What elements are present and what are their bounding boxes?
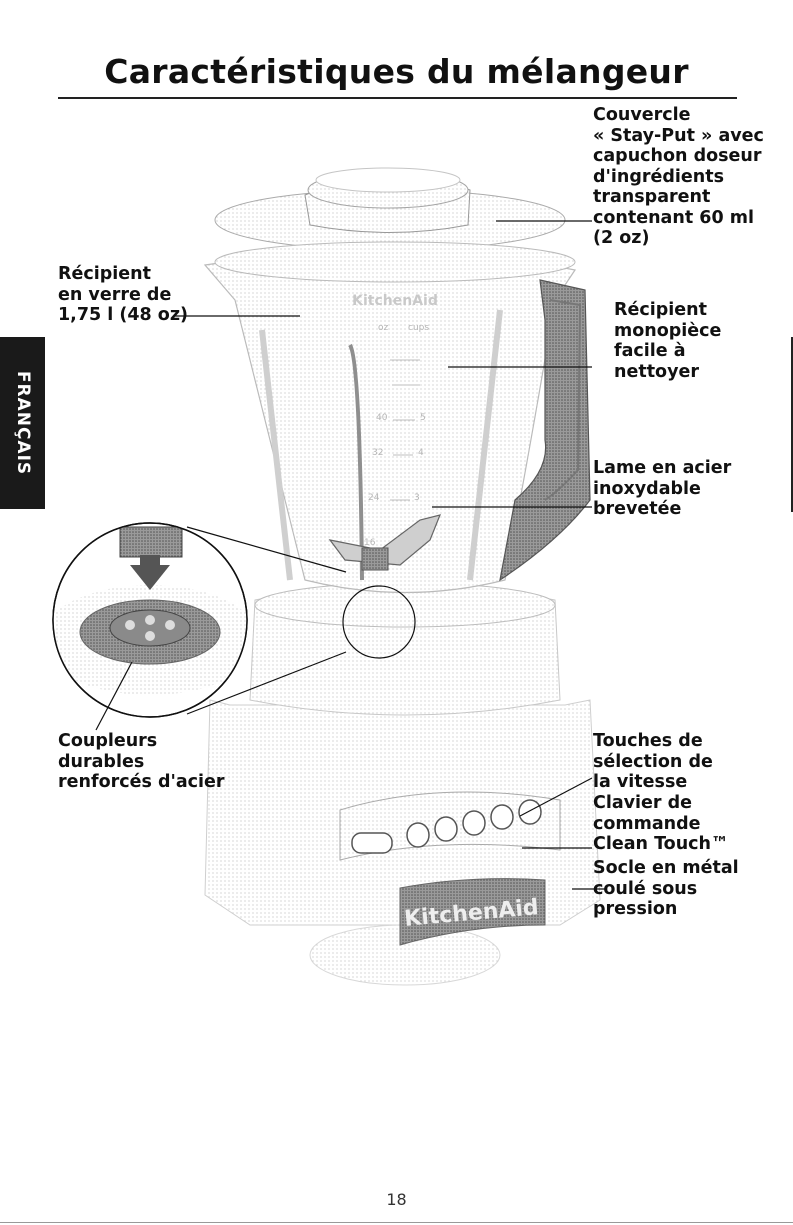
- callout-jar-line-2: en verre de: [58, 284, 172, 305]
- callout-speed-line-3: la vitesse: [593, 772, 688, 792]
- callout-lid-line-3: capuchon doseur: [593, 146, 762, 166]
- callout-speed: Touches de sélection de la vitesse: [593, 731, 713, 793]
- callout-one-piece-line-4: nettoyer: [614, 361, 699, 382]
- brand-badge: KitchenAid: [399, 878, 546, 946]
- callout-blade-line-1: Lame en acier: [593, 458, 732, 478]
- callout-blade-line-3: brevetée: [593, 499, 682, 519]
- scale-cups-header: cups: [408, 323, 429, 333]
- callout-keypad-line-3: Clean Touch™: [593, 834, 729, 854]
- callout-base-line-3: pression: [593, 899, 678, 919]
- callout-keypad: Clavier de commande Clean Touch™: [593, 793, 729, 855]
- callout-base: Socle en métal coulé sous pression: [593, 858, 739, 920]
- callout-base-line-2: coulé sous: [593, 878, 698, 899]
- callout-speed-line-1: Touches de: [593, 731, 703, 751]
- callout-lid-line-2: « Stay-Put » avec: [593, 125, 764, 146]
- callout-keypad-line-1: Clavier de: [593, 793, 693, 813]
- callout-jar: Récipient en verre de 1,75 l (48 oz): [58, 264, 188, 326]
- coupler-focus-circle: [342, 585, 416, 659]
- edge-marker: [791, 337, 793, 512]
- callout-base-line-1: Socle en métal: [593, 858, 739, 878]
- callout-blade: Lame en acier inoxydable brevetée: [593, 458, 731, 520]
- callout-speed-line-2: sélection de: [593, 751, 713, 772]
- language-tab: FRANÇAIS: [0, 337, 45, 509]
- scale-oz-40: 40: [376, 413, 388, 423]
- scale-oz-header: oz: [378, 323, 389, 333]
- callout-one-piece-line-1: Récipient: [614, 300, 707, 320]
- callout-keypad-line-2: commande: [593, 813, 701, 834]
- callout-jar-line-1: Récipient: [58, 264, 151, 284]
- callout-couplers-line-3: renforcés d'acier: [58, 772, 225, 792]
- callout-one-piece-line-2: monopièce: [614, 320, 722, 341]
- blade-assembly: [328, 514, 441, 571]
- callout-one-piece: Récipient monopièce facile à nettoyer: [614, 300, 721, 382]
- callout-couplers: Coupleurs durables renforcés d'acier: [58, 731, 225, 793]
- scale-cups-3: 3: [414, 493, 420, 503]
- title-rule: [58, 97, 737, 99]
- page-title: Caractéristiques du mélangeur: [104, 52, 689, 91]
- callout-leaders: [95, 220, 606, 890]
- callout-jar-line-3: 1,75 l (48 oz): [58, 305, 189, 325]
- callout-lid-line-4: d'ingrédients: [593, 166, 725, 187]
- scale-oz-24: 24: [368, 493, 380, 503]
- scale-oz-16: 16: [364, 538, 376, 548]
- page-number: 18: [386, 1190, 407, 1209]
- measurement-scale: oz cups 40 5 32 4 24 3 16 2: [364, 323, 429, 548]
- callout-blade-line-2: inoxydable: [593, 478, 701, 499]
- jar-brand-text: KitchenAid: [352, 293, 438, 309]
- callout-one-piece-line-3: facile à: [614, 341, 686, 361]
- callout-couplers-line-2: durables: [58, 751, 145, 772]
- coupler-inset: [52, 522, 248, 718]
- callout-lid-line-6: contenant 60 ml: [593, 207, 754, 228]
- callout-couplers-line-1: Coupleurs: [58, 731, 158, 751]
- scale-cups-5: 5: [420, 413, 426, 423]
- jar-lid: [214, 167, 576, 283]
- callout-lid-line-1: Couvercle: [593, 105, 691, 125]
- scale-oz-32: 32: [372, 448, 383, 458]
- bottom-edge: [0, 1222, 793, 1223]
- callout-lid-line-7: (2 oz): [593, 228, 650, 248]
- callout-lid: Couvercle « Stay-Put » avec capuchon dos…: [593, 105, 764, 249]
- callout-lid-line-5: transparent: [593, 187, 711, 207]
- control-keypad: [339, 791, 561, 861]
- arrow-down-icon: [130, 565, 170, 590]
- scale-cups-4: 4: [418, 448, 424, 458]
